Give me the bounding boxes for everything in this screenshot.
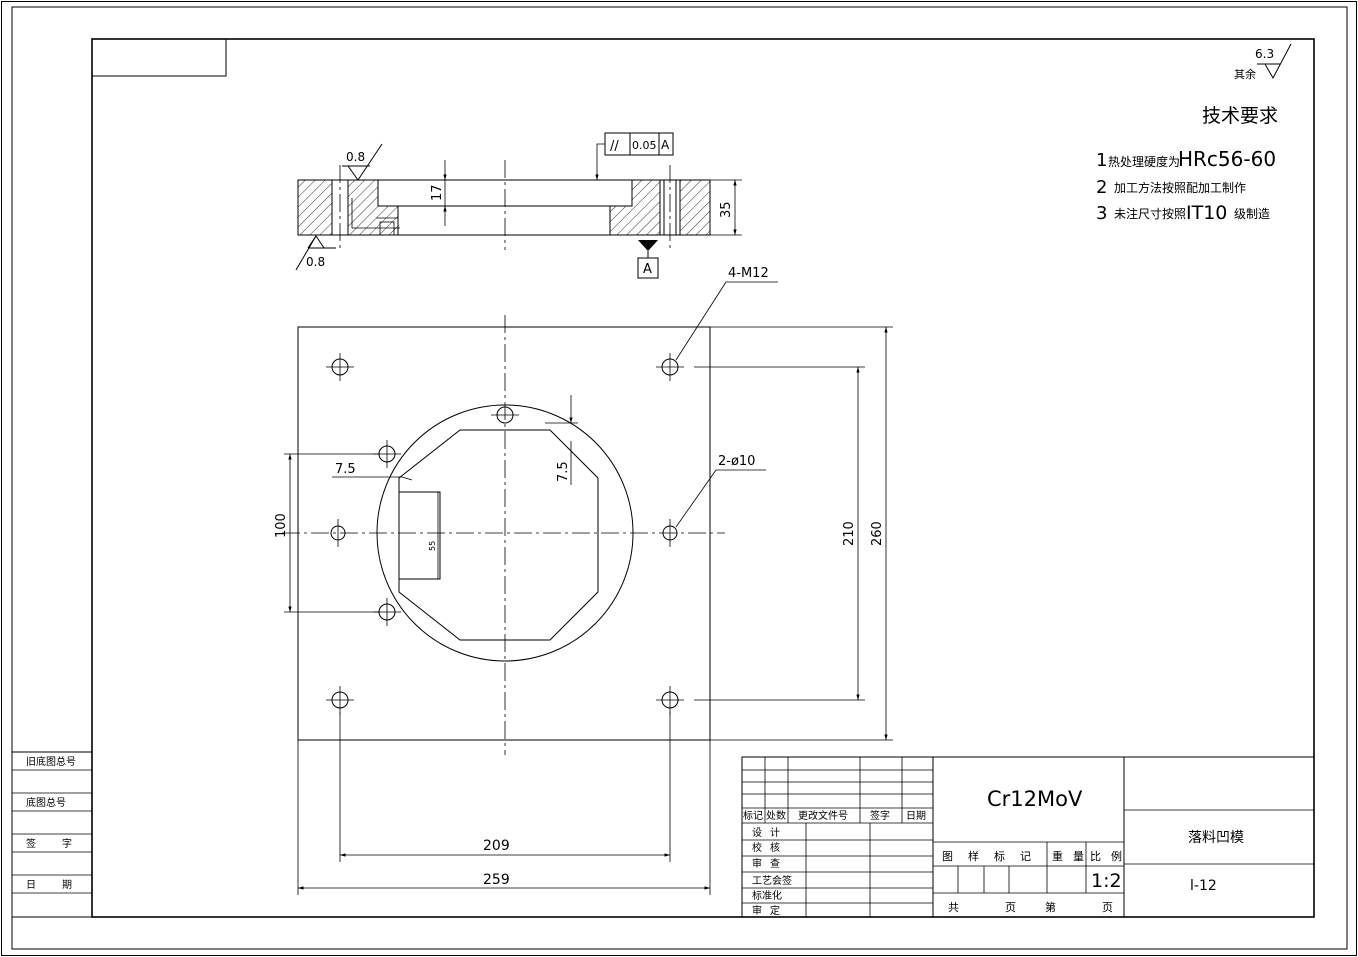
tech-req-3-suffix: 级制造 — [1234, 207, 1270, 221]
svg-text:更改文件号: 更改文件号 — [798, 809, 848, 822]
callout-pin-holes: 2-ø10 — [718, 454, 755, 469]
tech-req-1-num: 1 — [1096, 150, 1107, 171]
svg-text:页: 页 — [1102, 901, 1113, 914]
side-table-row-1: 旧底图总号 — [26, 755, 76, 768]
dim-overall-width: 259 — [483, 872, 510, 888]
section-view: 17 35 0.8 0.8 // 0.05 A A — [295, 132, 742, 279]
tapped-hole-top-right — [656, 353, 684, 381]
dim-thickness: 35 — [719, 201, 734, 218]
tech-req-3-num: 3 — [1096, 203, 1107, 224]
svg-text:签字: 签字 — [870, 809, 890, 822]
scale: 1:2 — [1091, 870, 1122, 892]
plan-view: 4-M12 2-ø10 7.5 7.5 55 100 210 260 — [274, 266, 893, 895]
svg-text:6.3: 6.3 — [1255, 47, 1274, 61]
tolerance-symbol: // — [610, 139, 619, 154]
tech-requirements: 技术要求 1 热处理硬度为 HRc56-60 2 加工方法按照配加工制作 3 未… — [1096, 105, 1278, 224]
svg-text:重量: 重量 — [1052, 849, 1094, 863]
svg-text:工艺会签: 工艺会签 — [752, 874, 792, 887]
dim-offset-y: 7.5 — [556, 461, 571, 482]
svg-text:标记: 标记 — [743, 810, 763, 822]
svg-text:记: 记 — [1020, 850, 1031, 863]
dim-overall-height: 260 — [870, 521, 885, 546]
dim-pin-spacing: 100 — [274, 513, 289, 538]
svg-text:标: 标 — [994, 849, 1005, 863]
svg-text:日期: 日期 — [906, 810, 926, 822]
general-roughness-symbol: 6.3 其余 — [1234, 43, 1292, 81]
drawing-number: l-12 — [1190, 878, 1217, 894]
svg-text:页: 页 — [1005, 901, 1016, 914]
tapped-hole-bottom-right — [656, 686, 684, 714]
part-name: 落料凹模 — [1188, 830, 1244, 846]
svg-text:设计: 设计 — [752, 826, 788, 839]
side-table: 旧底图总号 底图总号 签字 日期 — [11, 751, 98, 918]
svg-text:处数: 处数 — [766, 809, 786, 822]
svg-text:比例: 比例 — [1090, 849, 1132, 863]
tech-req-3-text: 未注尺寸按照 — [1114, 206, 1186, 221]
svg-text:审定: 审定 — [752, 904, 788, 917]
material: Cr12MoV — [987, 787, 1083, 811]
svg-text:共: 共 — [948, 901, 959, 914]
roughness-bottom: 0.8 — [306, 255, 325, 269]
tapped-hole-bottom-left — [326, 686, 354, 714]
svg-text:审查: 审查 — [752, 857, 788, 870]
title-block: 标记 处数 更改文件号 签字 日期 设计 校核 审查 工艺会签 标准化 审定 C… — [741, 756, 1315, 918]
tolerance-datum: A — [661, 138, 670, 152]
tolerance-value: 0.05 — [632, 139, 657, 152]
side-table-row-4: 日期 — [26, 879, 98, 891]
tech-req-1-text: 热处理硬度为 — [1108, 154, 1180, 169]
svg-text:样: 样 — [968, 849, 979, 863]
dim-offset-x: 7.5 — [335, 462, 356, 477]
hole-top-center — [491, 406, 519, 424]
datum-label: A — [643, 262, 652, 277]
dim-hole-spacing-y: 210 — [842, 521, 857, 546]
svg-text:校核: 校核 — [752, 841, 788, 854]
callout-tapped-holes: 4-M12 — [728, 266, 769, 281]
svg-text:其余: 其余 — [1234, 67, 1256, 81]
svg-text:图: 图 — [942, 850, 953, 863]
dim-hole-spacing-x: 209 — [483, 838, 510, 854]
side-table-row-2: 底图总号 — [26, 796, 66, 809]
dim-inner-height: 55 — [428, 541, 437, 551]
tech-req-1-spec: HRc56-60 — [1178, 147, 1276, 171]
svg-text:标准化: 标准化 — [752, 889, 782, 902]
roughness-top: 0.8 — [346, 150, 365, 164]
tech-req-2-text: 加工方法按照配加工制作 — [1114, 180, 1246, 195]
tapped-hole-top-left — [326, 353, 354, 381]
tech-req-2-num: 2 — [1096, 177, 1107, 198]
dim-pocket-depth: 17 — [430, 184, 445, 201]
tech-req-title: 技术要求 — [1202, 105, 1278, 127]
pin-hole-left — [330, 519, 346, 547]
svg-text:第: 第 — [1045, 900, 1056, 914]
tech-req-3-spec: IT10 — [1186, 202, 1227, 224]
pin-hole-right — [662, 519, 678, 547]
side-table-row-3: 签字 — [26, 837, 98, 850]
